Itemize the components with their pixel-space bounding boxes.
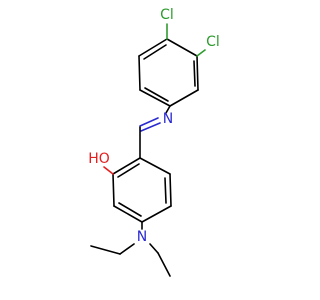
bond — [113, 205, 143, 223]
bond — [166, 38, 198, 57]
chemical-structure: Cl Cl N HO N — [88, 7, 220, 277]
bond — [90, 245, 121, 255]
bond — [149, 243, 159, 254]
bond — [169, 173, 172, 207]
double-bond — [143, 44, 167, 60]
atom-cl: Cl — [160, 7, 174, 23]
bond — [196, 55, 199, 91]
double-bond — [164, 177, 167, 204]
bond — [112, 173, 115, 207]
bond — [138, 38, 168, 57]
bond — [139, 157, 171, 175]
double-bond — [118, 202, 142, 217]
imine-double-bond — [140, 122, 161, 132]
atom-n: N — [137, 229, 147, 245]
aminophenol-ring — [112, 126, 172, 223]
bond — [139, 89, 171, 107]
double-bond — [144, 87, 169, 102]
bond — [138, 55, 141, 91]
bond-cl — [196, 49, 206, 57]
bond — [119, 243, 135, 255]
bond-oh — [103, 166, 114, 175]
bond — [112, 157, 141, 175]
bond — [141, 205, 172, 223]
double-bond — [193, 60, 196, 87]
bond — [169, 89, 199, 107]
dichlorophenyl-ring — [138, 38, 199, 107]
double-bond — [117, 163, 140, 178]
atom-n: N — [163, 111, 173, 127]
atom-cl: Cl — [206, 34, 220, 50]
imine-double-bond — [139, 117, 159, 127]
atom-oh: HO — [88, 151, 110, 167]
bond — [165, 105, 171, 114]
bond — [157, 252, 171, 277]
